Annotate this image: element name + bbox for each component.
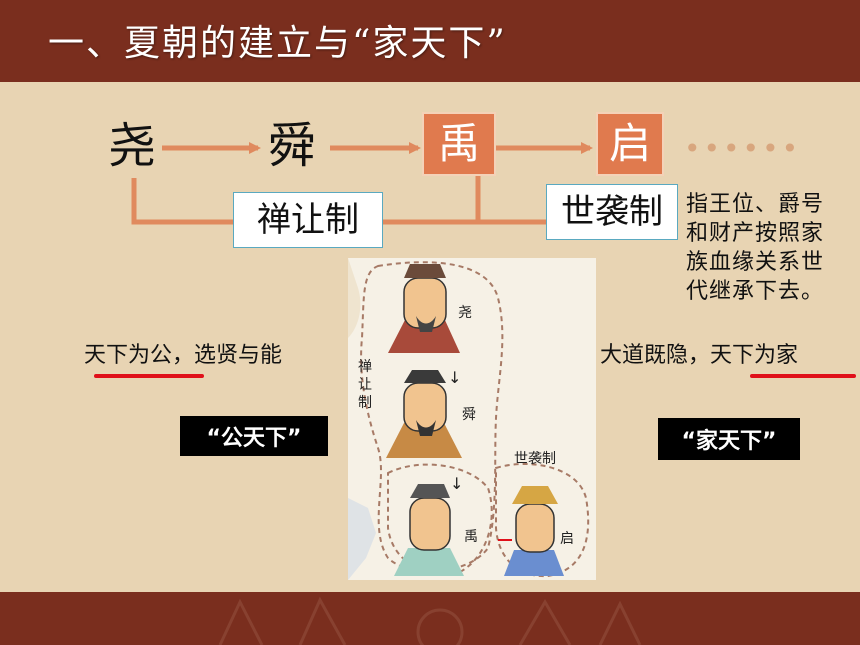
right-underline bbox=[750, 374, 856, 378]
pic-label-shixi: 世袭制 bbox=[514, 451, 556, 467]
right-phrase-highlight: 天下为家 bbox=[710, 343, 799, 368]
name-yu: 禹 bbox=[422, 112, 496, 176]
note-line: 指王位、爵号 bbox=[686, 192, 825, 217]
pic-label-qi: 启 bbox=[560, 531, 574, 547]
down-arrow-icon: ↓ bbox=[450, 474, 464, 493]
left-underline bbox=[94, 374, 204, 378]
down-arrow-icon: ↓ bbox=[448, 368, 462, 387]
note-line: 族血缘关系世 bbox=[686, 250, 825, 275]
figure-shun bbox=[386, 370, 462, 458]
note-line: 代继承下去。 bbox=[686, 279, 825, 304]
figure-qi bbox=[504, 486, 564, 576]
ellipsis-dots: •••••• bbox=[684, 132, 802, 165]
shixi-definition: 指王位、爵号 和财产按照家 族血缘关系世 代继承下去。 bbox=[686, 190, 858, 306]
label-shixi: 世袭制 bbox=[546, 184, 678, 240]
tag-jia-tianxia: “家天下” bbox=[658, 418, 800, 460]
footer-bar bbox=[0, 592, 860, 645]
pic-label-shanrang: 禅让制 bbox=[358, 359, 372, 411]
left-phrase: 天下为公，选贤与能 bbox=[84, 345, 282, 367]
left-phrase-rest: ，选贤与能 bbox=[172, 343, 283, 368]
figure-yu bbox=[394, 484, 464, 576]
figure-yao bbox=[388, 264, 460, 353]
pic-label-yu: 禹 bbox=[464, 529, 478, 545]
name-yao: 尧 bbox=[108, 118, 157, 174]
right-phrase: 大道既隐，天下为家 bbox=[600, 345, 798, 367]
left-phrase-highlight: 天下为公 bbox=[84, 343, 173, 368]
label-shanrang: 禅让制 bbox=[233, 192, 383, 248]
slide-title: 一、夏朝的建立与“家天下” bbox=[48, 23, 507, 64]
tag-gong-tianxia: “公天下” bbox=[180, 416, 328, 456]
footer-pattern bbox=[218, 596, 642, 645]
right-phrase-rest: 大道既隐， bbox=[600, 343, 711, 368]
note-line: 和财产按照家 bbox=[686, 221, 825, 246]
name-shun: 舜 bbox=[268, 118, 317, 174]
name-qi: 启 bbox=[596, 112, 664, 176]
pic-label-yao: 尧 bbox=[458, 305, 472, 321]
pic-label-shun: 舜 bbox=[462, 407, 476, 423]
illustration-drawing bbox=[348, 258, 590, 580]
succession-illustration: 尧 舜 禹 启 禅让制 世袭制 ↓ ↓ bbox=[348, 258, 596, 580]
title-bar: 一、夏朝的建立与“家天下” bbox=[0, 0, 860, 82]
